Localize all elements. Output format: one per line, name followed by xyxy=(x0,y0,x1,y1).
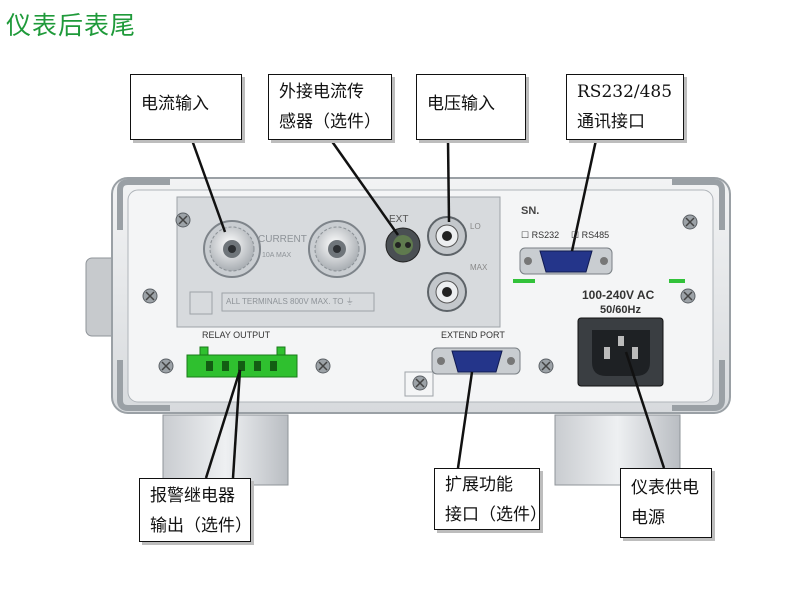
leader-relay-a xyxy=(204,369,242,479)
voltage-terminal-top xyxy=(427,216,467,256)
leader-current xyxy=(190,139,227,233)
ext-sensor-connector xyxy=(385,227,421,263)
voltage-terminal-bottom xyxy=(427,272,467,312)
frequency-label: 50/60Hz xyxy=(600,304,641,316)
current-label: CURRENT xyxy=(258,234,307,245)
left-foot xyxy=(162,414,289,486)
page-title: 仪表后表尾 xyxy=(6,11,137,40)
voltage-ac-label: 100-240V AC xyxy=(582,288,655,302)
leader-extend xyxy=(456,371,474,469)
ext-label: EXT xyxy=(389,214,409,225)
max-label: MAX xyxy=(470,263,488,272)
current-terminal-right xyxy=(308,220,366,278)
power-inlet xyxy=(577,317,664,387)
rs485-checkbox-label: ☐ RS485 xyxy=(571,230,610,240)
callout-relay: 报警继电器 输出（选件） xyxy=(139,478,252,542)
extend-port-label: EXTEND PORT xyxy=(441,330,505,340)
leader-power xyxy=(624,351,666,469)
callout-power: 仪表供电 电源 xyxy=(620,468,712,538)
callout-voltage-input: 电压输入 xyxy=(416,74,526,140)
terminals-rating-label: ALL TERMINALS 800V MAX. TO ⏚ xyxy=(226,297,354,306)
relay-output-connector xyxy=(186,346,298,378)
leader-rs232 xyxy=(570,139,598,252)
leader-ext xyxy=(329,139,400,236)
current-terminal-left xyxy=(203,220,261,278)
callout-ext-sensor: 外接电流传 感器（选件） xyxy=(268,74,392,140)
lo-label: LO xyxy=(470,222,481,231)
relay-output-label: RELAY OUTPUT xyxy=(202,330,271,340)
leader-voltage xyxy=(446,139,451,223)
extend-port-db9-connector xyxy=(431,347,521,375)
current-rating-label: 10A MAX xyxy=(262,252,292,259)
callout-extend: 扩展功能 接口（选件） xyxy=(434,468,547,530)
rs232-db9-connector xyxy=(519,247,613,275)
callout-current-input: 电流输入 xyxy=(130,74,242,140)
rs232-checkbox-label: ☐ RS232 xyxy=(521,230,560,240)
sn-label: SN. xyxy=(521,205,540,217)
leader-relay-b xyxy=(231,369,242,479)
callout-rs232: RS232/485 通讯接口 xyxy=(566,74,684,140)
